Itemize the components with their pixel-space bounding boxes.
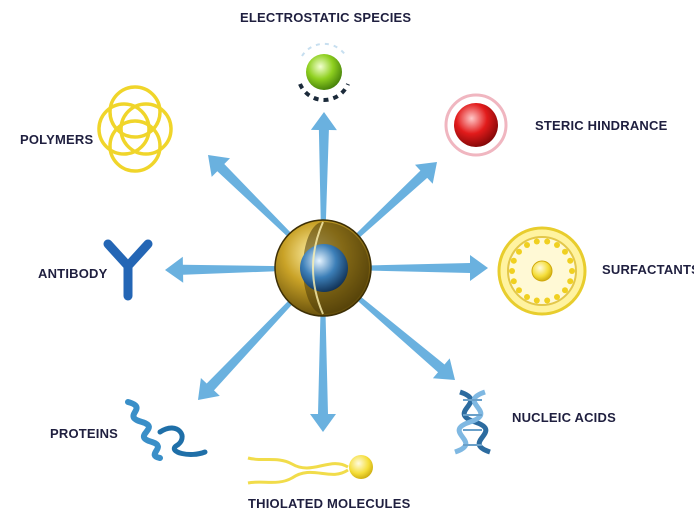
arrow-right: [367, 255, 488, 281]
label-nucleic-acids: NUCLEIC ACIDS: [512, 410, 616, 425]
label-electrostatic-species: ELECTROSTATIC SPECIES: [240, 10, 412, 25]
surfactant-bead: [562, 248, 568, 255]
surfactant-bead: [510, 257, 517, 264]
surfactant-bead: [569, 268, 575, 274]
steric-hindrance-icon: [444, 93, 508, 157]
surfactant-bead: [567, 257, 574, 264]
surfactant-bead: [516, 248, 522, 255]
surfactant-bead: [524, 294, 530, 300]
arrow-down: [310, 312, 336, 432]
label-thiolated-molecules: THIOLATED MOLECULES: [248, 496, 411, 511]
thiolated-molecules-icon: [247, 455, 373, 485]
label-polymers: POLYMERS: [20, 132, 94, 147]
surfactant-bead: [510, 278, 517, 285]
surfactant-bead: [544, 238, 551, 245]
label-steric-hindrance: STERIC HINDRANCE: [535, 118, 668, 133]
label-antibody: ANTIBODY: [38, 266, 108, 281]
arrow-left: [165, 256, 279, 283]
surfactant-bead: [533, 238, 540, 245]
proteins-icon: [125, 399, 208, 461]
arrow-up-left: [208, 155, 294, 239]
surfactant-bead: [554, 294, 560, 300]
surfactant-bead: [524, 242, 530, 248]
surfactant-bead: [554, 242, 560, 248]
core-shell-nanoparticle: [274, 219, 372, 317]
surfactant-bead: [567, 278, 574, 285]
label-proteins: PROTEINS: [50, 426, 119, 441]
arrow-down-left: [198, 298, 295, 400]
surfactant-beads: [509, 238, 575, 304]
surfactant-bead: [516, 287, 522, 294]
label-surfactants: SURFACTANTS: [602, 262, 694, 277]
surfactant-bead: [562, 287, 568, 294]
surfactant-bead: [509, 268, 515, 274]
polymers-icon: [97, 85, 173, 173]
surfactant-bead: [533, 297, 540, 304]
arrow-up-right: [353, 162, 437, 240]
nucleic-acids-icon: [454, 389, 491, 455]
antibody-icon: [103, 239, 153, 301]
electrostatic-species-icon: [298, 42, 350, 102]
arrows-group: [165, 112, 488, 432]
surfactants-icon: [497, 226, 587, 316]
arrow-down-right: [354, 294, 455, 380]
surfactant-bead: [544, 297, 551, 304]
arrow-up: [310, 112, 337, 224]
